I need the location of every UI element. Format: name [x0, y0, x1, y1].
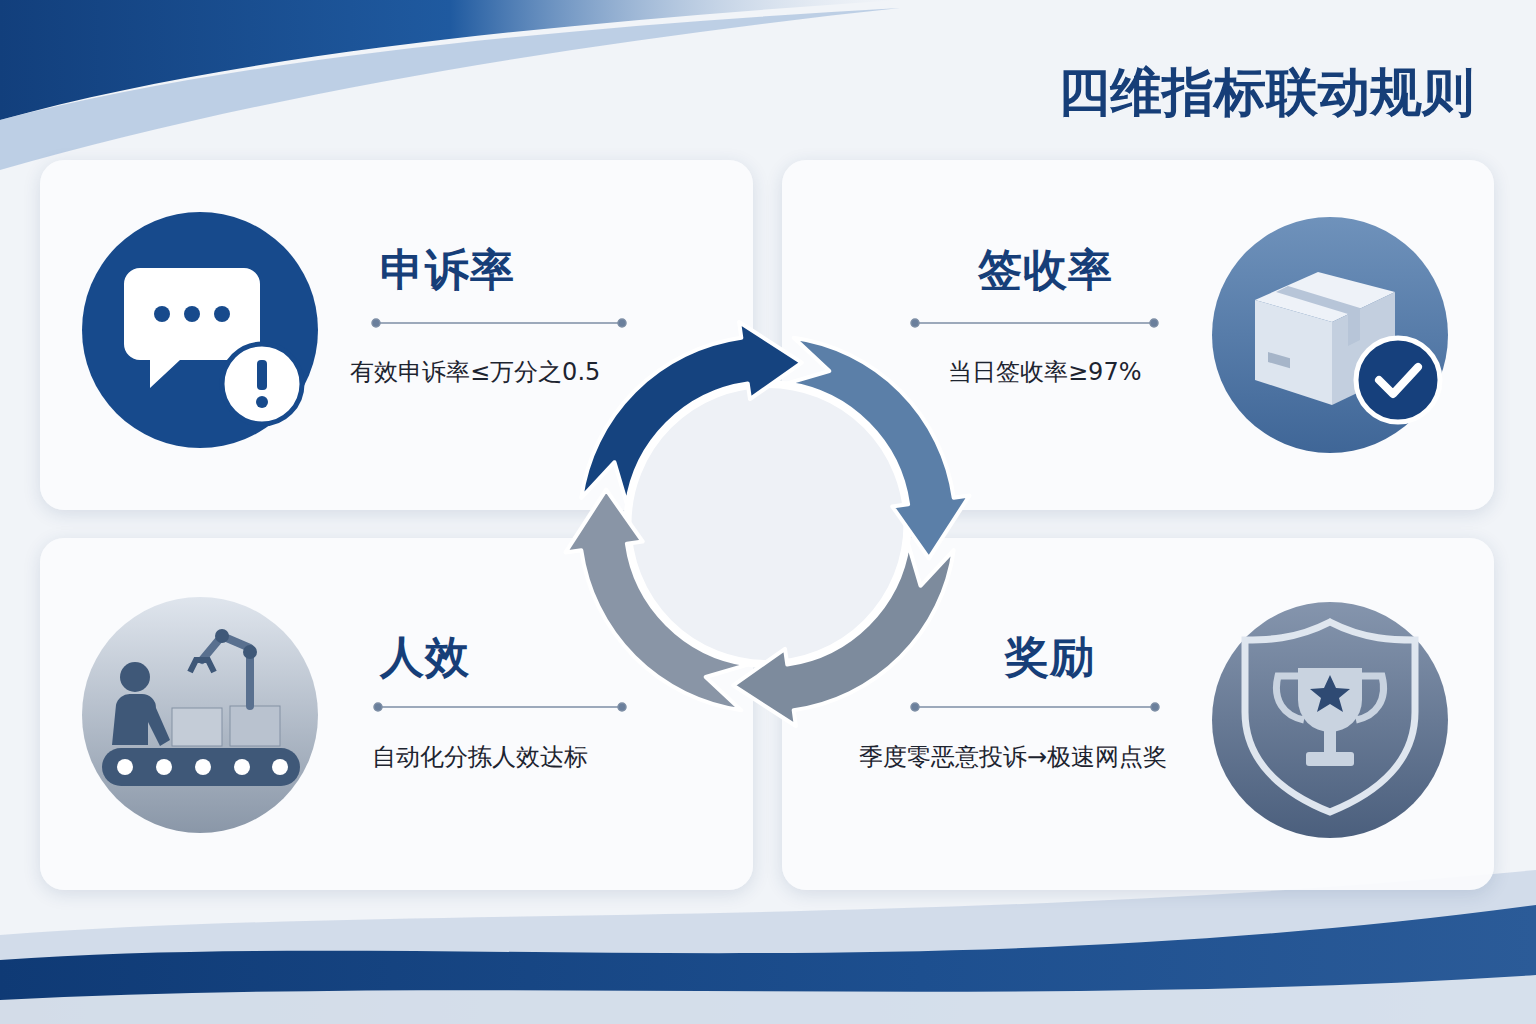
card-heading: 人效 [380, 628, 470, 687]
cycle-arrow [787, 338, 969, 559]
bottom-band-light [0, 870, 1536, 1024]
bottom-band-edge [0, 975, 1536, 1024]
divider-lines [372, 319, 1159, 711]
cycle-arrow [566, 490, 748, 711]
card-body: 季度零恶意投诉→极速网点奖 [859, 741, 1167, 773]
complaint-icon [82, 212, 318, 448]
card-heading: 申诉率 [380, 241, 515, 300]
top-band-light [0, 8, 900, 170]
cycle-arrow [581, 322, 802, 504]
card-heading: 签收率 [978, 241, 1113, 300]
automation-icon [82, 597, 318, 833]
parcel-icon [1212, 217, 1448, 453]
card-body: 有效申诉率≤万分之0.5 [350, 356, 600, 388]
award-icon [1212, 602, 1448, 838]
title: 四维指标联动规则 [1058, 58, 1474, 128]
card-heading: 奖励 [1005, 628, 1095, 687]
card-body: 当日签收率≥97% [948, 356, 1141, 388]
center-disk [628, 384, 908, 664]
card-body: 自动化分拣人效达标 [372, 741, 588, 773]
cycle-arrow [733, 544, 954, 726]
bottom-band [0, 905, 1536, 1024]
